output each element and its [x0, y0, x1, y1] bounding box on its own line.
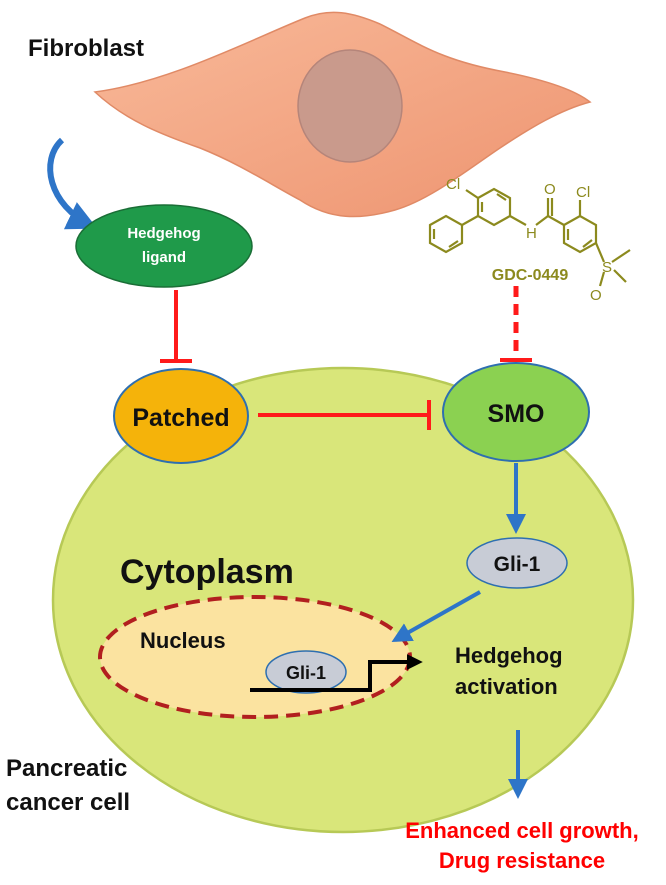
- gene-promoter: [250, 654, 423, 692]
- atom-cl-2: Cl: [576, 184, 590, 201]
- atom-o-carbonyl: O: [544, 181, 556, 198]
- patched-receptor: [113, 368, 249, 464]
- nucleus: [98, 595, 412, 719]
- hedgehog-ligand: [75, 204, 253, 288]
- gdc-0449-structure: [428, 187, 631, 287]
- pancreatic-cancer-cell: [51, 366, 635, 834]
- cytoplasm-label: Cytoplasm: [120, 553, 294, 591]
- gli1-cytoplasmic: [466, 537, 568, 589]
- gli1-cytoplasmic-label: Gli-1: [494, 553, 541, 576]
- hedgehog-ligand-label-1: Hedgehog: [127, 225, 200, 242]
- nucleus-label: Nucleus: [140, 628, 226, 653]
- atom-cl-1: Cl: [446, 176, 460, 193]
- patched-label: Patched: [132, 404, 229, 432]
- outcome-label-1: Enhanced cell growth,: [405, 818, 638, 843]
- gli1-translocation-arrow: [391, 590, 481, 642]
- drug-inhibits-smo: [500, 286, 532, 362]
- pancreatic-cancer-cell-label-2: cancer cell: [6, 789, 130, 816]
- hedgehog-ligand-label-2: ligand: [142, 249, 186, 266]
- atom-s: S: [602, 259, 612, 276]
- smo-label: SMO: [488, 400, 545, 428]
- secretion-arrow: [47, 137, 98, 230]
- drug-name-label: GDC-0449: [492, 267, 569, 284]
- hedgehog-activation-label-2: activation: [455, 674, 558, 699]
- patched-inhibits-smo: [258, 400, 431, 430]
- atom-nh: H: [526, 225, 537, 242]
- pancreatic-cancer-cell-label-1: Pancreatic: [6, 755, 127, 782]
- hedgehog-activation-label-1: Hedgehog: [455, 643, 563, 668]
- atom-o-sulfonyl-1: O: [590, 287, 602, 304]
- gli1-nuclear-label: Gli-1: [286, 663, 326, 683]
- smo-receptor: [442, 362, 590, 462]
- ligand-inhibits-patched: [160, 290, 192, 363]
- outcome-label-2: Drug resistance: [439, 848, 605, 873]
- fibroblast-label: Fibroblast: [28, 35, 144, 62]
- gli1-nuclear: [265, 650, 347, 694]
- gdc-0449-atoms: Cl N N H O Cl S O O: [446, 176, 612, 304]
- fibroblast-nucleus: [297, 49, 403, 163]
